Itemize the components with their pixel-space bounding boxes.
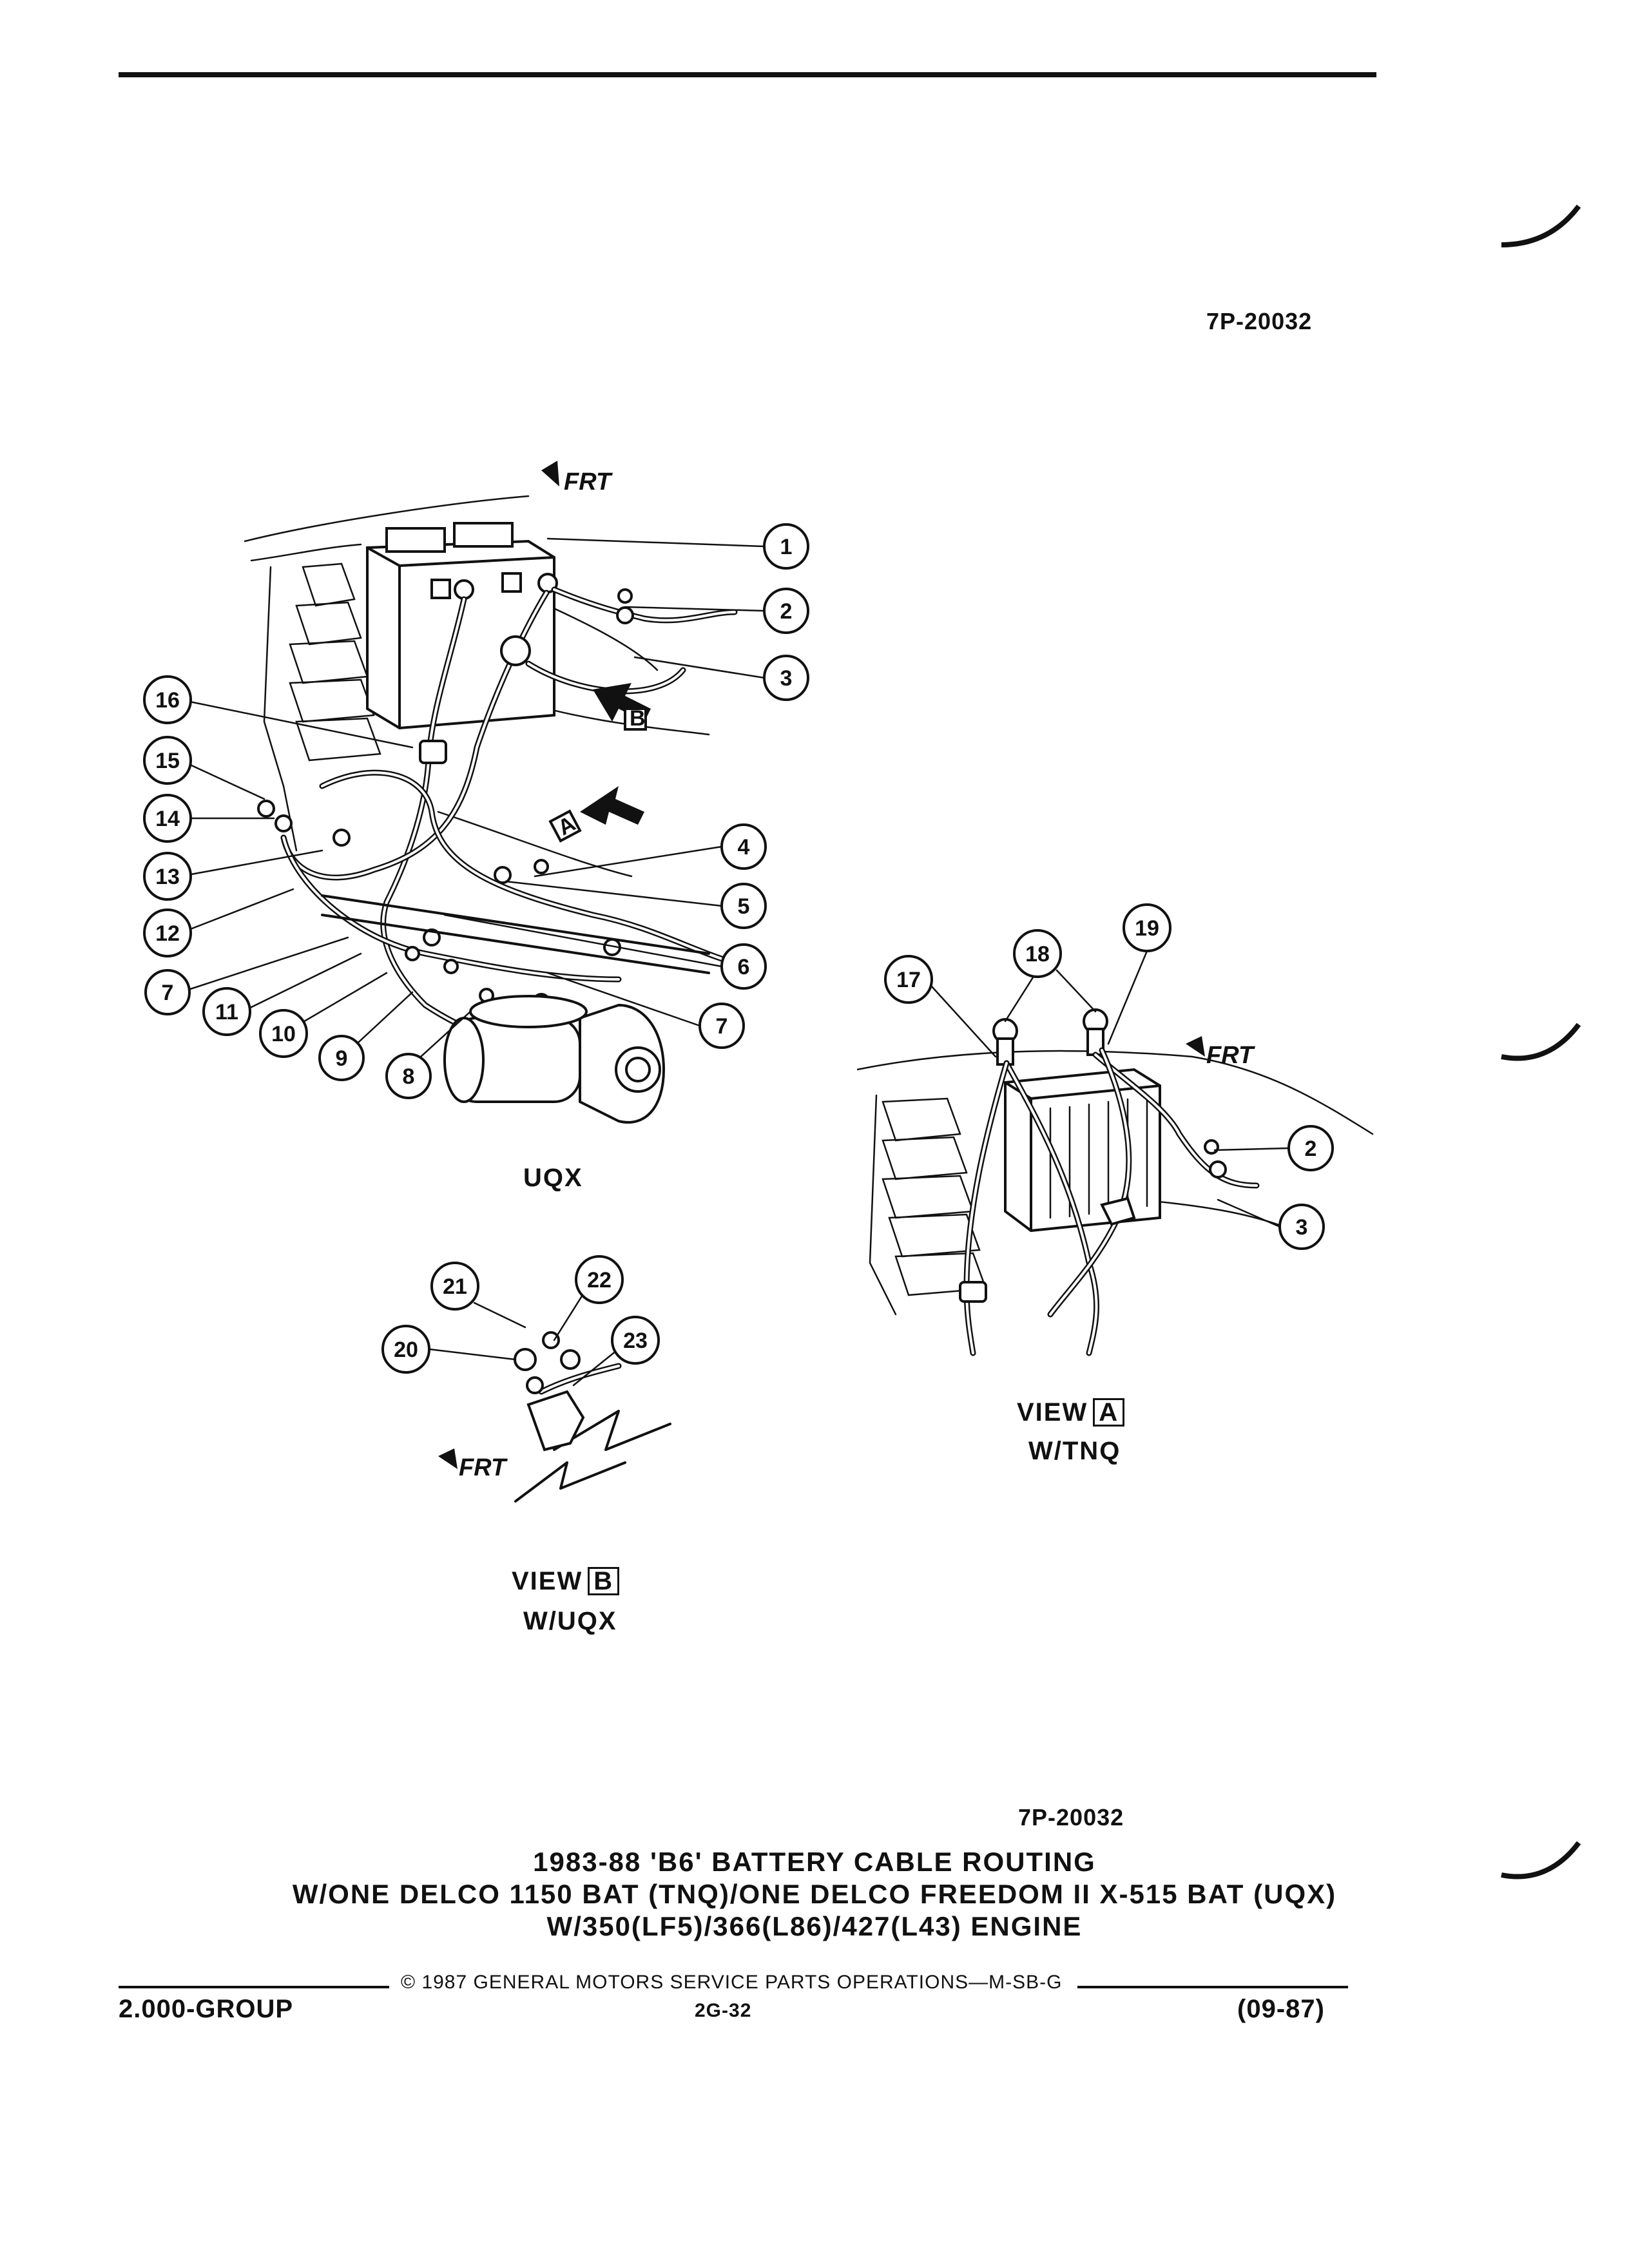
view-b-word: VIEW [512, 1567, 583, 1595]
callout-bubble-16: 16 [143, 675, 192, 724]
callout-bubble-21: 21 [430, 1262, 479, 1311]
callout-bubble-13: 13 [143, 852, 192, 901]
callout-bubble-19: 19 [1123, 903, 1171, 952]
callout-number: 16 [155, 688, 180, 713]
callout-bubble-12: 12 [143, 908, 192, 957]
callout-bubble-4: 4 [720, 823, 767, 870]
view-a-illustration: FRT [857, 1008, 1374, 1356]
footer-page-number: 2G-32 [695, 2000, 752, 2021]
callout-bubble-11: 11 [202, 987, 251, 1036]
title-line-3: W/350(LF5)/366(L86)/427(L43) ENGINE [546, 1911, 1083, 1941]
callout-bubble-10: 10 [259, 1009, 308, 1058]
callout-number: 5 [738, 894, 750, 919]
view-a-sub: W/TNQ [1028, 1437, 1121, 1465]
callout-bubble-18: 18 [1013, 929, 1062, 978]
footer-rule-left [119, 1986, 389, 1988]
callout-bubble-8: 8 [385, 1053, 432, 1099]
view-a-word: VIEW [1017, 1398, 1088, 1427]
main-illustration-uqx: A B FRT [244, 461, 751, 1124]
callout-number: 4 [738, 835, 750, 860]
callout-bubble-3-view-a: 3 [1278, 1204, 1325, 1250]
callout-number: 3 [780, 666, 793, 691]
callout-bubble-5: 5 [720, 883, 767, 929]
footer-rule-right [1077, 1986, 1348, 1988]
callout-number: 9 [336, 1046, 348, 1071]
callout-number: 17 [896, 968, 921, 992]
callout-bubble-7-right: 7 [699, 1003, 745, 1049]
callout-number: 11 [215, 1000, 238, 1024]
svg-text:FRT: FRT [459, 1454, 508, 1481]
top-rule [119, 72, 1376, 77]
callout-bubble-14: 14 [143, 794, 192, 843]
figure-id-top: 7P-20032 [1206, 308, 1313, 334]
callout-number: 6 [738, 955, 750, 979]
callout-number: 15 [155, 749, 180, 773]
callout-bubble-20: 20 [381, 1325, 430, 1374]
callout-bubble-3: 3 [763, 655, 809, 701]
callout-bubble-17: 17 [884, 955, 933, 1004]
uqx-label: UQX [523, 1164, 583, 1192]
callout-bubble-9: 9 [318, 1035, 365, 1081]
view-b-letter: B [588, 1567, 620, 1595]
footer-group: 2.000-GROUP [119, 1995, 294, 2023]
callout-number: 12 [155, 921, 180, 946]
svg-text:FRT: FRT [564, 468, 613, 495]
footer-date: (09-87) [1237, 1995, 1325, 2023]
footer-copyright: © 1987 GENERAL MOTORS SERVICE PARTS OPER… [401, 1972, 1063, 1993]
callout-number: 19 [1135, 916, 1159, 941]
callout-number: 7 [162, 981, 174, 1005]
callout-number: 10 [271, 1022, 296, 1046]
svg-text:B: B [630, 706, 646, 731]
svg-text:FRT: FRT [1206, 1042, 1255, 1069]
callout-number: 7 [716, 1014, 728, 1039]
view-a-letter: A [1093, 1398, 1125, 1427]
figure-id-bottom: 7P-20032 [1018, 1804, 1124, 1831]
callout-number: 20 [394, 1338, 418, 1362]
callout-number: 18 [1025, 942, 1050, 966]
callout-number: 22 [587, 1268, 612, 1293]
callout-bubble-6: 6 [720, 943, 767, 990]
binding-marks [1501, 204, 1581, 1879]
callout-bubble-15: 15 [143, 736, 192, 785]
callout-number: 21 [443, 1274, 467, 1299]
callout-number: 23 [623, 1329, 648, 1353]
callout-bubble-2: 2 [763, 588, 809, 634]
callout-bubble-22: 22 [575, 1255, 624, 1304]
title-line-2: W/ONE DELCO 1150 BAT (TNQ)/ONE DELCO FRE… [292, 1879, 1337, 1909]
callout-bubble-2-view-a: 2 [1287, 1125, 1334, 1171]
callout-number: 3 [1296, 1215, 1308, 1240]
callout-bubble-7-left: 7 [144, 969, 191, 1015]
view-b-illustration: FRT [438, 1331, 671, 1503]
callout-number: 2 [1305, 1137, 1317, 1161]
title-line-1: 1983-88 'B6' BATTERY CABLE ROUTING [533, 1847, 1096, 1877]
callout-number: 13 [155, 865, 180, 889]
callout-bubble-1: 1 [763, 523, 809, 570]
callout-number: 14 [155, 807, 180, 831]
view-b-sub: W/UQX [523, 1607, 617, 1635]
callout-number: 2 [780, 599, 793, 624]
callout-number: 1 [780, 535, 793, 559]
callout-bubble-23: 23 [611, 1316, 660, 1365]
callout-number: 8 [403, 1064, 415, 1089]
